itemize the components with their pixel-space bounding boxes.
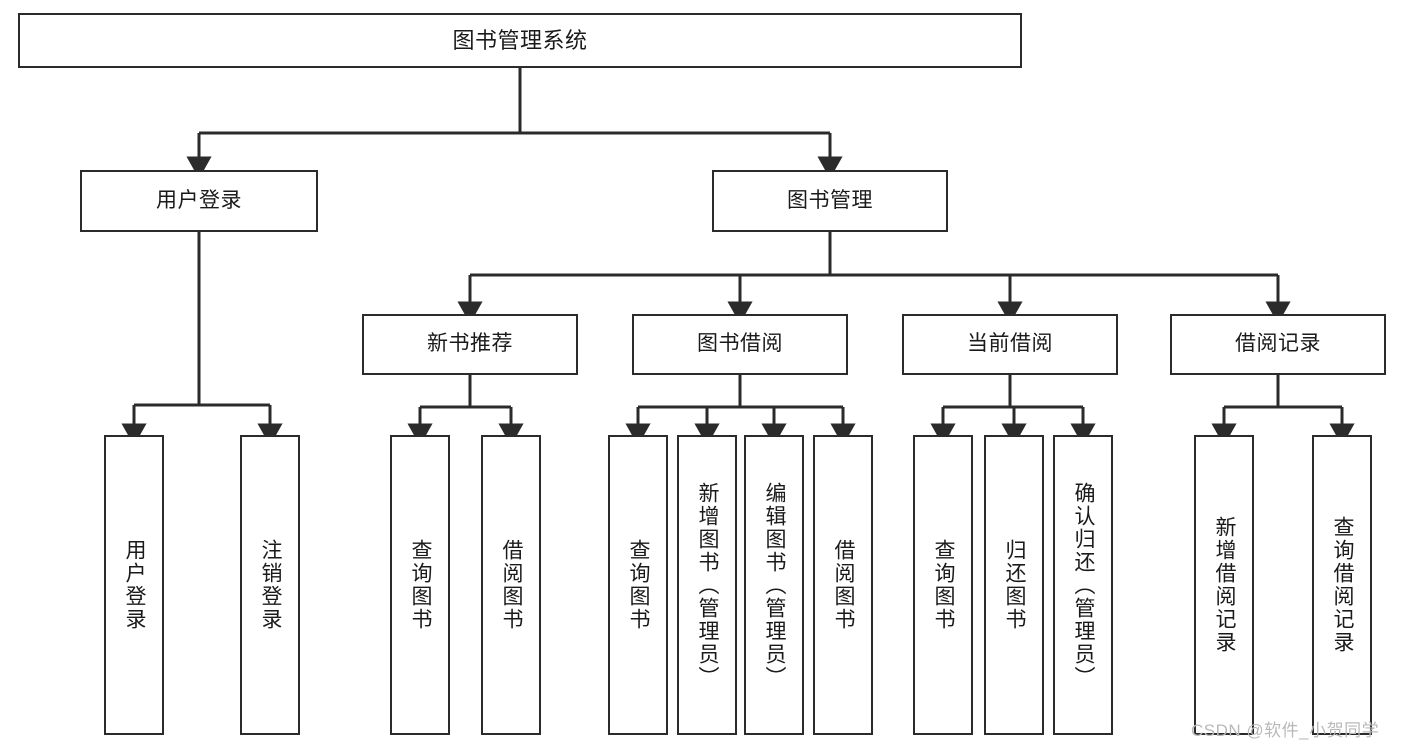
leaf-add-book-admin[interactable]: 新增图书（管理员） — [677, 435, 737, 735]
node-label: 借阅记录 — [1235, 332, 1321, 356]
node-user-login[interactable]: 用户登录 — [80, 170, 318, 232]
node-new-book-recommend[interactable]: 新书推荐 — [362, 314, 578, 375]
node-label: 图书借阅 — [697, 332, 783, 356]
node-label: 新增图书（管理员） — [696, 481, 720, 689]
node-book-borrow[interactable]: 图书借阅 — [632, 314, 848, 375]
leaf-query-book-borrow[interactable]: 查询图书 — [608, 435, 668, 735]
node-borrow-record[interactable]: 借阅记录 — [1170, 314, 1386, 375]
node-label: 用户登录 — [123, 539, 147, 631]
leaf-borrow-book[interactable]: 借阅图书 — [813, 435, 873, 735]
leaf-return-book[interactable]: 归还图书 — [984, 435, 1044, 735]
node-label: 确认归还（管理员） — [1072, 481, 1096, 689]
node-root-system[interactable]: 图书管理系统 — [18, 13, 1022, 68]
node-label: 归还图书 — [1003, 539, 1027, 631]
node-label: 查询图书 — [932, 539, 956, 631]
node-label: 借阅图书 — [500, 539, 524, 631]
node-label: 图书管理系统 — [452, 27, 588, 53]
leaf-user-login[interactable]: 用户登录 — [104, 435, 164, 735]
node-label: 用户登录 — [156, 188, 242, 212]
leaf-add-borrow-record[interactable]: 新增借阅记录 — [1194, 435, 1254, 735]
node-label: 查询借阅记录 — [1331, 516, 1355, 654]
node-label: 查询图书 — [627, 539, 651, 631]
node-label: 新增借阅记录 — [1213, 516, 1237, 654]
node-label: 图书管理 — [787, 188, 873, 212]
leaf-query-book-current[interactable]: 查询图书 — [913, 435, 973, 735]
csdn-watermark: CSDN @软件_小贺同学 — [1191, 721, 1380, 740]
leaf-edit-book-admin[interactable]: 编辑图书（管理员） — [744, 435, 804, 735]
node-label: 编辑图书（管理员） — [763, 481, 787, 689]
node-label: 新书推荐 — [427, 332, 513, 356]
node-current-borrow[interactable]: 当前借阅 — [902, 314, 1118, 375]
leaf-borrow-book-recommend[interactable]: 借阅图书 — [481, 435, 541, 735]
node-book-management[interactable]: 图书管理 — [712, 170, 948, 232]
node-label: 借阅图书 — [832, 539, 856, 631]
node-label: 注销登录 — [259, 539, 283, 631]
leaf-query-book-recommend[interactable]: 查询图书 — [390, 435, 450, 735]
node-label: 当前借阅 — [967, 332, 1053, 356]
node-label: 查询图书 — [409, 539, 433, 631]
leaf-logout[interactable]: 注销登录 — [240, 435, 300, 735]
leaf-query-borrow-record[interactable]: 查询借阅记录 — [1312, 435, 1372, 735]
leaf-confirm-return-admin[interactable]: 确认归还（管理员） — [1053, 435, 1113, 735]
